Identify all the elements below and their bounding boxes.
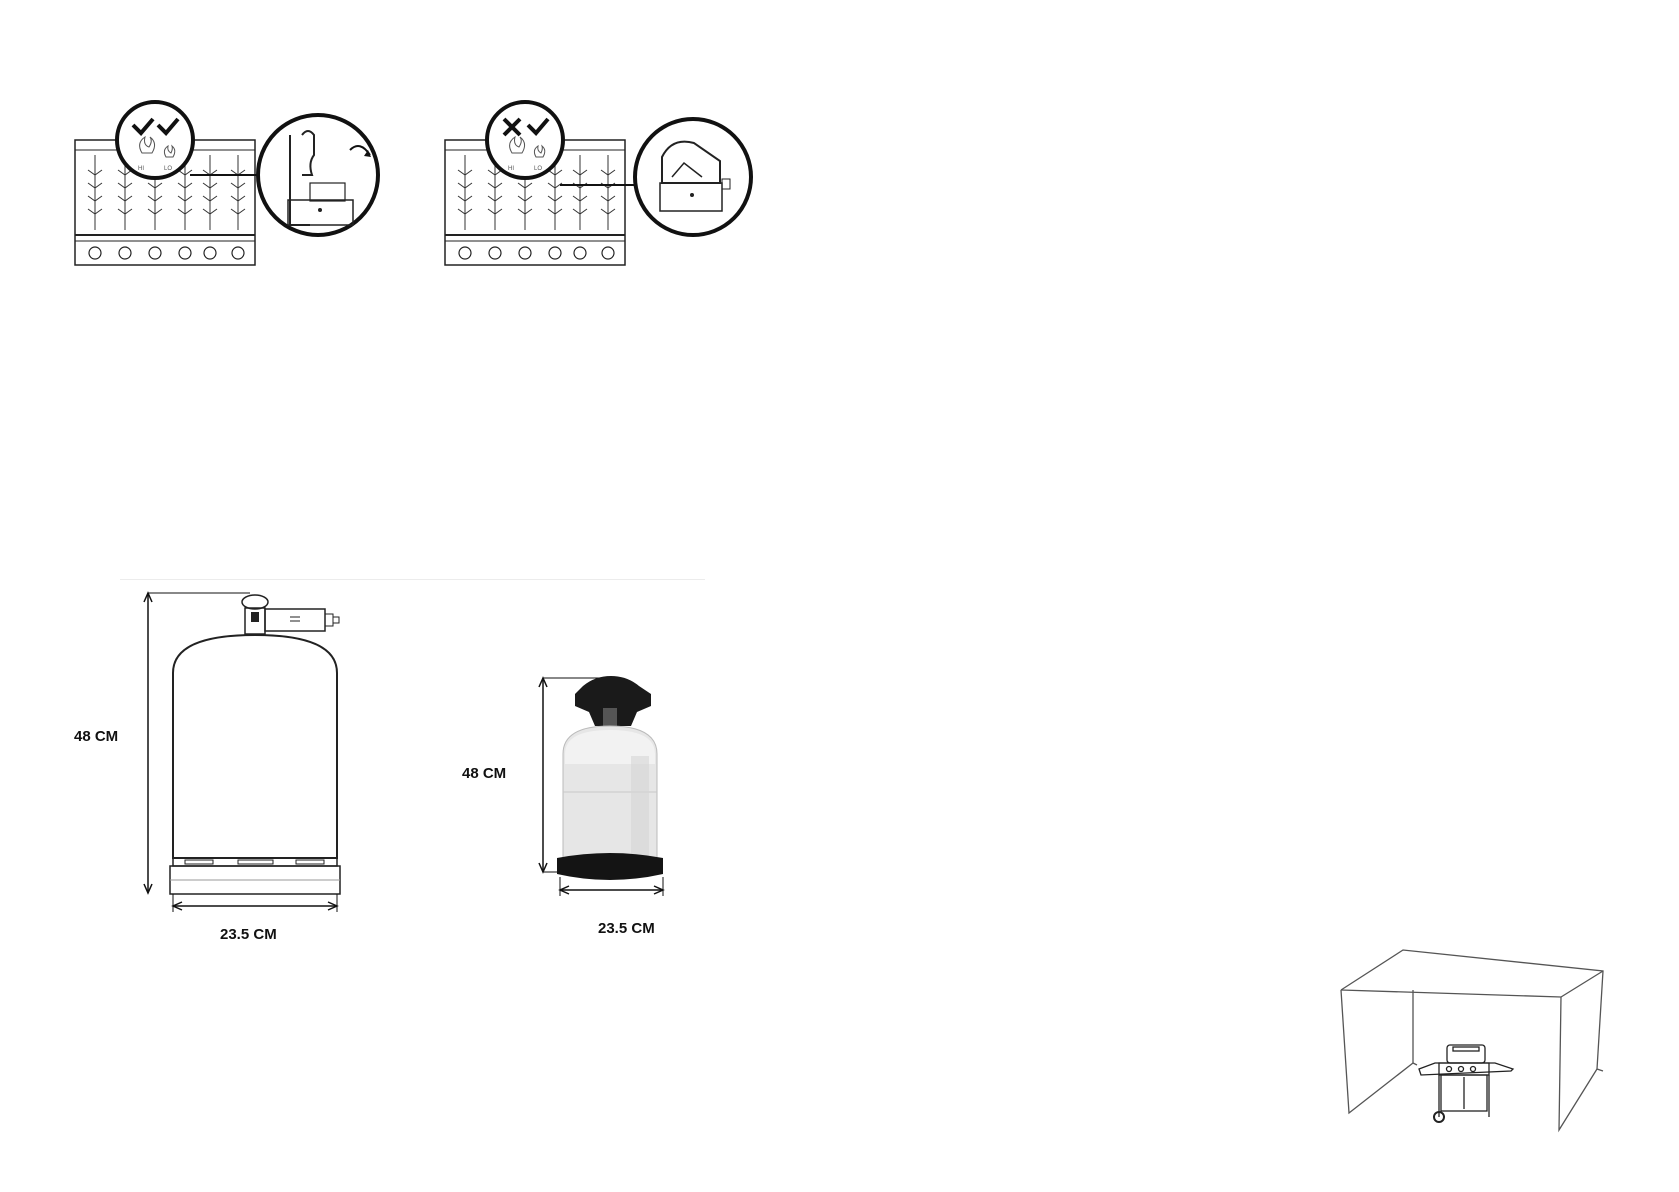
knob-label-hi: HI — [138, 166, 144, 172]
burner-diagram-incorrect: HI LO — [440, 95, 780, 270]
burner-diagram-correct: HI LO — [70, 95, 410, 270]
knob-label-hi: HI — [508, 166, 514, 172]
knob-label-lo: LO — [534, 166, 542, 172]
gas-cylinder-photo — [535, 672, 685, 912]
cylinder-2-width-label: 23.5 CM — [598, 920, 655, 937]
cylinder-2-height-label: 48 CM — [462, 765, 506, 782]
knob-label-lo: LO — [164, 166, 172, 172]
gas-cylinder-drawing — [140, 588, 360, 923]
grill-shelter-sketch — [1335, 945, 1625, 1140]
cylinder-1-width-label: 23.5 CM — [220, 926, 277, 943]
divider — [120, 579, 705, 580]
cylinder-1-height-label: 48 CM — [74, 728, 118, 745]
